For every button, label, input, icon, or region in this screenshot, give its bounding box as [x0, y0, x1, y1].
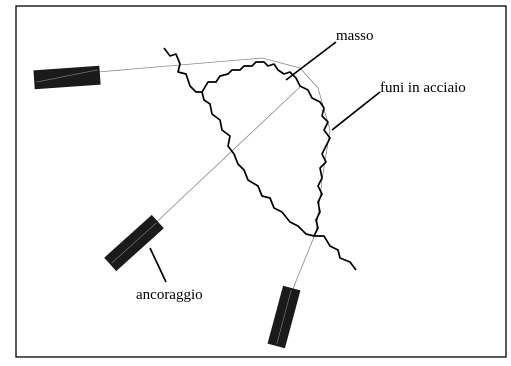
diagram-frame: [15, 5, 507, 358]
leader-funi: [331, 91, 381, 131]
anchor-lower-left-cross: [111, 222, 157, 264]
leader-ancoraggio: [149, 247, 167, 283]
label-masso: masso: [336, 28, 374, 44]
boulder: [163, 47, 357, 271]
boulder-bottom-ridge: [314, 235, 357, 271]
cable-lower-left: [147, 86, 301, 231]
boulder-outline: [201, 61, 331, 237]
anchor-bottom-cross: [276, 289, 292, 345]
cable-wrap: [261, 57, 331, 233]
cable-bottom: [289, 231, 317, 297]
anchor-left-body: [33, 65, 101, 90]
label-ancoraggio: ancoraggio: [136, 287, 203, 303]
label-funi-in-acciaio: funi in acciaio: [380, 80, 466, 96]
anchor-left: [33, 65, 101, 90]
anchor-left-cross: [36, 69, 98, 83]
leader-lines: [149, 41, 381, 283]
anchor-bottom: [267, 285, 301, 349]
anchor-lower-left: [104, 214, 164, 272]
steel-cables: [97, 57, 331, 297]
boulder-top-ridge: [163, 47, 202, 93]
leader-masso: [285, 41, 337, 81]
